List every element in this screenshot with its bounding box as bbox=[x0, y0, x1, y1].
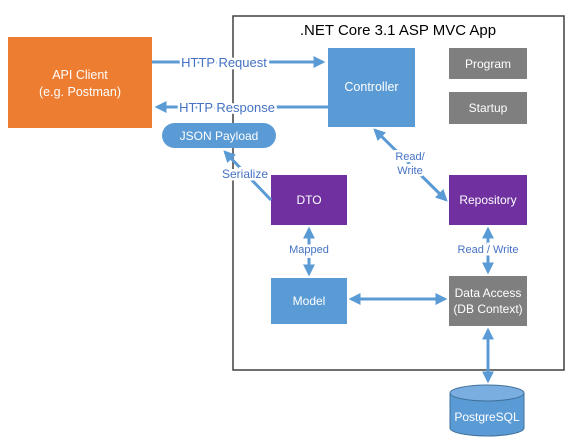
repository-box bbox=[449, 175, 527, 225]
api-client-box bbox=[8, 37, 152, 128]
api-client-label-line2: (e.g. Postman) bbox=[39, 85, 121, 99]
controller-repository-arrow bbox=[373, 128, 448, 202]
serialize-arrow bbox=[223, 150, 273, 202]
serialize-label: Serialize bbox=[222, 167, 268, 181]
postgresql-label: PostgreSQL bbox=[454, 410, 520, 424]
dto-label: DTO bbox=[296, 193, 321, 207]
controller-label: Controller bbox=[344, 80, 398, 94]
read-write-label-line2: Write bbox=[397, 165, 422, 177]
dto-box bbox=[271, 175, 347, 225]
startup-label: Startup bbox=[469, 101, 508, 115]
json-payload-pill bbox=[162, 123, 276, 148]
program-label: Program bbox=[465, 57, 511, 71]
mapped-label: Mapped bbox=[289, 244, 329, 256]
postgresql-database-icon bbox=[449, 384, 525, 437]
http-request-label: HTTP Request bbox=[181, 55, 267, 70]
model-label: Model bbox=[293, 294, 326, 308]
data-access-label-line1: Data Access bbox=[455, 286, 522, 300]
read-write-repo-label: Read / Write bbox=[458, 244, 519, 256]
data-access-box bbox=[449, 276, 527, 326]
read-write-label-line1: Read/ bbox=[395, 151, 425, 163]
repository-label: Repository bbox=[459, 193, 516, 207]
program-box bbox=[449, 48, 527, 79]
data-access-label-line2: (DB Context) bbox=[453, 302, 522, 316]
http-response-label: HTTP Response bbox=[179, 100, 275, 115]
json-payload-label: JSON Payload bbox=[180, 129, 259, 143]
api-client-label-line1: API Client bbox=[52, 68, 108, 82]
model-box bbox=[271, 278, 347, 324]
startup-box bbox=[449, 92, 527, 124]
controller-box bbox=[328, 48, 415, 127]
app-container-title: .NET Core 3.1 ASP MVC App bbox=[300, 22, 496, 39]
